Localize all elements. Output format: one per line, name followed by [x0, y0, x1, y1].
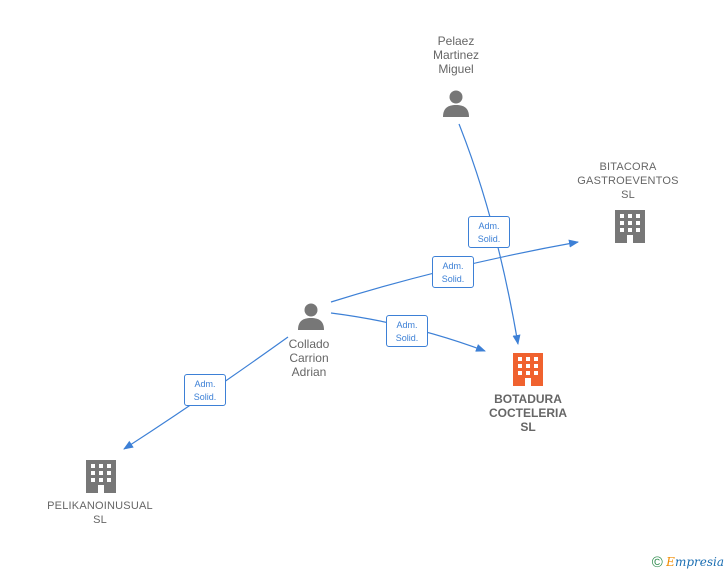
- footer-brand[interactable]: © Empresia: [652, 554, 724, 571]
- building-icon[interactable]: [615, 210, 645, 243]
- copyright-icon: ©: [651, 554, 663, 571]
- label-line: SL: [621, 189, 635, 201]
- badge-line: Solid.: [193, 392, 217, 402]
- label-line: Miguel: [438, 62, 474, 76]
- badge-line: Solid.: [477, 234, 501, 244]
- node-label-pelaez[interactable]: Pelaez Martinez Miguel: [406, 34, 506, 76]
- edge-label-pelaez-botadura[interactable]: Adm. Solid.: [468, 216, 510, 248]
- node-label-pelikano[interactable]: PELIKANOINUSUAL SL: [36, 499, 164, 527]
- label-line: Carrion: [289, 351, 329, 365]
- brand-logo: Empresia: [666, 555, 724, 569]
- label-line: BITACORA: [599, 161, 657, 173]
- edge-label-collado-bitacora[interactable]: Adm. Solid.: [432, 256, 474, 288]
- label-line: Adrian: [291, 365, 327, 379]
- edge-label-collado-pelikano[interactable]: Adm. Solid.: [184, 374, 226, 406]
- label-line: Martinez: [432, 48, 479, 62]
- badge-line: Adm.: [194, 379, 216, 389]
- label-line: GASTROEVENTOS: [577, 175, 679, 187]
- brand-rest: mpresia: [674, 555, 724, 569]
- label-line: SL: [520, 420, 536, 434]
- building-icon-focus[interactable]: [513, 353, 543, 386]
- node-label-bitacora[interactable]: BITACORA GASTROEVENTOS SL: [568, 160, 688, 202]
- edge-label-collado-botadura[interactable]: Adm. Solid.: [386, 315, 428, 347]
- brand-initial: E: [666, 555, 675, 569]
- badge-line: Adm.: [396, 320, 418, 330]
- person-icon[interactable]: [443, 90, 469, 118]
- label-line: COCTELERIA: [489, 406, 567, 420]
- node-label-collado[interactable]: Collado Carrion Adrian: [259, 337, 359, 379]
- label-line: PELIKANOINUSUAL: [47, 500, 153, 512]
- label-line: BOTADURA: [494, 392, 562, 406]
- badge-line: Solid.: [441, 274, 465, 284]
- label-line: Collado: [288, 337, 330, 351]
- badge-line: Adm.: [478, 221, 500, 231]
- label-line: SL: [93, 514, 107, 526]
- label-line: Pelaez: [437, 34, 475, 48]
- badge-line: Solid.: [395, 333, 419, 343]
- node-label-botadura[interactable]: BOTADURA COCTELERIA SL: [468, 392, 588, 434]
- building-icon[interactable]: [86, 460, 116, 493]
- person-icon[interactable]: [298, 303, 324, 331]
- badge-line: Adm.: [442, 261, 464, 271]
